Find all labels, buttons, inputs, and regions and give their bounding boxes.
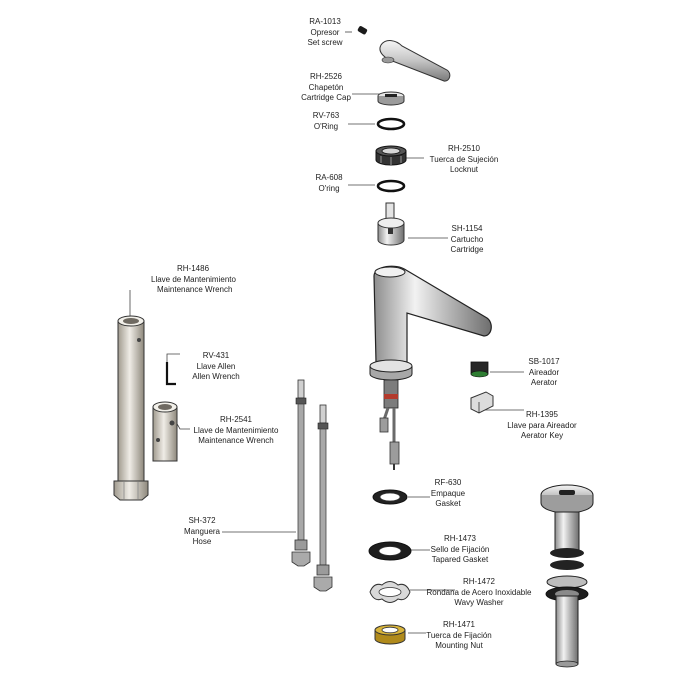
part-name-en: O'Ring xyxy=(313,121,339,131)
part-code: RH-1486 xyxy=(177,264,210,273)
part-code: RH-1473 xyxy=(443,534,476,543)
label-rv-431: RV-431 Llave Allen Allen Wrench xyxy=(184,351,248,383)
maintenance-wrench-short-drawing xyxy=(152,401,178,462)
leader-lines xyxy=(129,31,524,634)
label-rh-1395: RH-1395 Llave para Aireador Aerator Key xyxy=(503,410,581,442)
part-code: RV-763 xyxy=(312,111,340,120)
part-name-es: Empaque xyxy=(430,488,466,498)
maintenance-wrench-long-drawing xyxy=(113,315,149,501)
part-name-es: Aireador xyxy=(528,367,560,377)
cartridge-drawing xyxy=(377,202,405,246)
part-code: RF-630 xyxy=(434,478,462,487)
label-rh-2526: RH-2526 Chapetón Cartridge Cap xyxy=(297,72,355,104)
part-code: RA-1013 xyxy=(309,17,341,26)
part-code: RH-2510 xyxy=(447,144,480,153)
label-rv-763: RV-763 O'Ring xyxy=(302,111,350,132)
drain-assembly-drawing xyxy=(540,484,594,668)
part-code: RV-431 xyxy=(202,351,230,360)
part-name-en: Hose xyxy=(192,537,212,546)
label-rf-630: RF-630 Empaque Gasket xyxy=(424,478,472,510)
part-name-en: Maintenance Wrench xyxy=(198,436,274,445)
part-name-en: Locknut xyxy=(449,165,479,174)
label-sh-1154: SH-1154 Cartucho Cartridge xyxy=(445,224,489,256)
handle-lever-drawing xyxy=(379,40,451,82)
aerator-drawing xyxy=(470,361,489,378)
part-name-es: Manguera xyxy=(183,526,221,536)
cartridge-cap-drawing xyxy=(377,91,405,106)
allen-wrench-drawing xyxy=(165,362,176,386)
part-name-en: Gasket xyxy=(435,499,461,508)
part-name-es: Llave Allen xyxy=(196,361,236,371)
label-sb-1017: SB-1017 Aireador Aerator xyxy=(522,357,566,389)
label-sh-372: SH-372 Manguera Hose xyxy=(180,516,224,548)
part-code: RH-1472 xyxy=(462,577,495,586)
part-name-es: Tuerca de Sujeción xyxy=(429,154,499,164)
part-name-es: Llave para Aireador xyxy=(507,420,577,430)
locknut-drawing xyxy=(375,145,407,166)
gasket-drawing xyxy=(372,489,408,505)
part-name-en: Allen Wrench xyxy=(192,372,240,381)
part-name-es: Sello de Fijación xyxy=(430,544,490,554)
part-name-en: Cartridge xyxy=(450,245,484,254)
part-name-en: Mounting Nut xyxy=(435,641,483,650)
label-rh-1486: RH-1486 Llave de Mantenimiento Maintenan… xyxy=(151,264,236,296)
faucet-body-drawing xyxy=(369,265,492,470)
part-name-es: Chapetón xyxy=(308,82,344,92)
label-ra-1013: RA-1013 Opresor Set screw xyxy=(300,17,350,49)
part-code: RH-1395 xyxy=(525,410,558,419)
part-name-es: Llave de Mantenimiento xyxy=(193,425,279,435)
tapered-gasket-drawing xyxy=(368,541,412,561)
hoses-drawing xyxy=(291,379,333,592)
set-screw-drawing xyxy=(357,26,368,35)
o-ring-drawing xyxy=(376,117,406,131)
part-code: SB-1017 xyxy=(528,357,560,366)
part-code: RH-1471 xyxy=(442,620,475,629)
label-rh-1472: RH-1472 Rondana de Acero Inoxidable Wavy… xyxy=(426,577,532,609)
part-name-en: Aerator xyxy=(530,378,558,387)
part-name-en: O'ring xyxy=(318,183,340,193)
part-name-es: Opresor xyxy=(310,27,340,37)
part-code: RH-2526 xyxy=(309,72,342,81)
part-name-es: Rondana de Acero Inoxidable xyxy=(426,587,532,597)
part-name-es: Tuerca de Fijación xyxy=(426,630,492,640)
o-ring-small-drawing xyxy=(376,179,406,193)
part-code: SH-1154 xyxy=(451,224,483,233)
wavy-washer-drawing xyxy=(369,581,411,603)
mounting-nut-drawing xyxy=(374,624,406,645)
label-rh-2510: RH-2510 Tuerca de Sujeción Locknut xyxy=(425,144,503,176)
part-name-en: Aerator Key xyxy=(520,431,564,440)
aerator-key-drawing xyxy=(470,391,494,414)
part-name-en: Wavy Washer xyxy=(454,598,504,607)
part-code: SH-372 xyxy=(188,516,216,525)
part-code: RA-608 xyxy=(315,173,343,182)
part-name-es: Llave de Mantenimiento xyxy=(151,274,236,284)
part-name-en: Set screw xyxy=(307,38,343,47)
label-rh-1473: RH-1473 Sello de Fijación Tapared Gasket xyxy=(424,534,496,566)
label-rh-1471: RH-1471 Tuerca de Fijación Mounting Nut xyxy=(424,620,494,652)
label-rh-2541: RH-2541 Llave de Mantenimiento Maintenan… xyxy=(190,415,282,447)
part-name-en: Tapared Gasket xyxy=(431,555,489,564)
part-name-es: Cartucho xyxy=(450,234,484,244)
part-name-en: Maintenance Wrench xyxy=(157,285,233,294)
label-ra-608: RA-608 O'ring xyxy=(308,173,350,194)
part-code: RH-2541 xyxy=(219,415,252,424)
part-name-en: Cartridge Cap xyxy=(301,93,351,102)
